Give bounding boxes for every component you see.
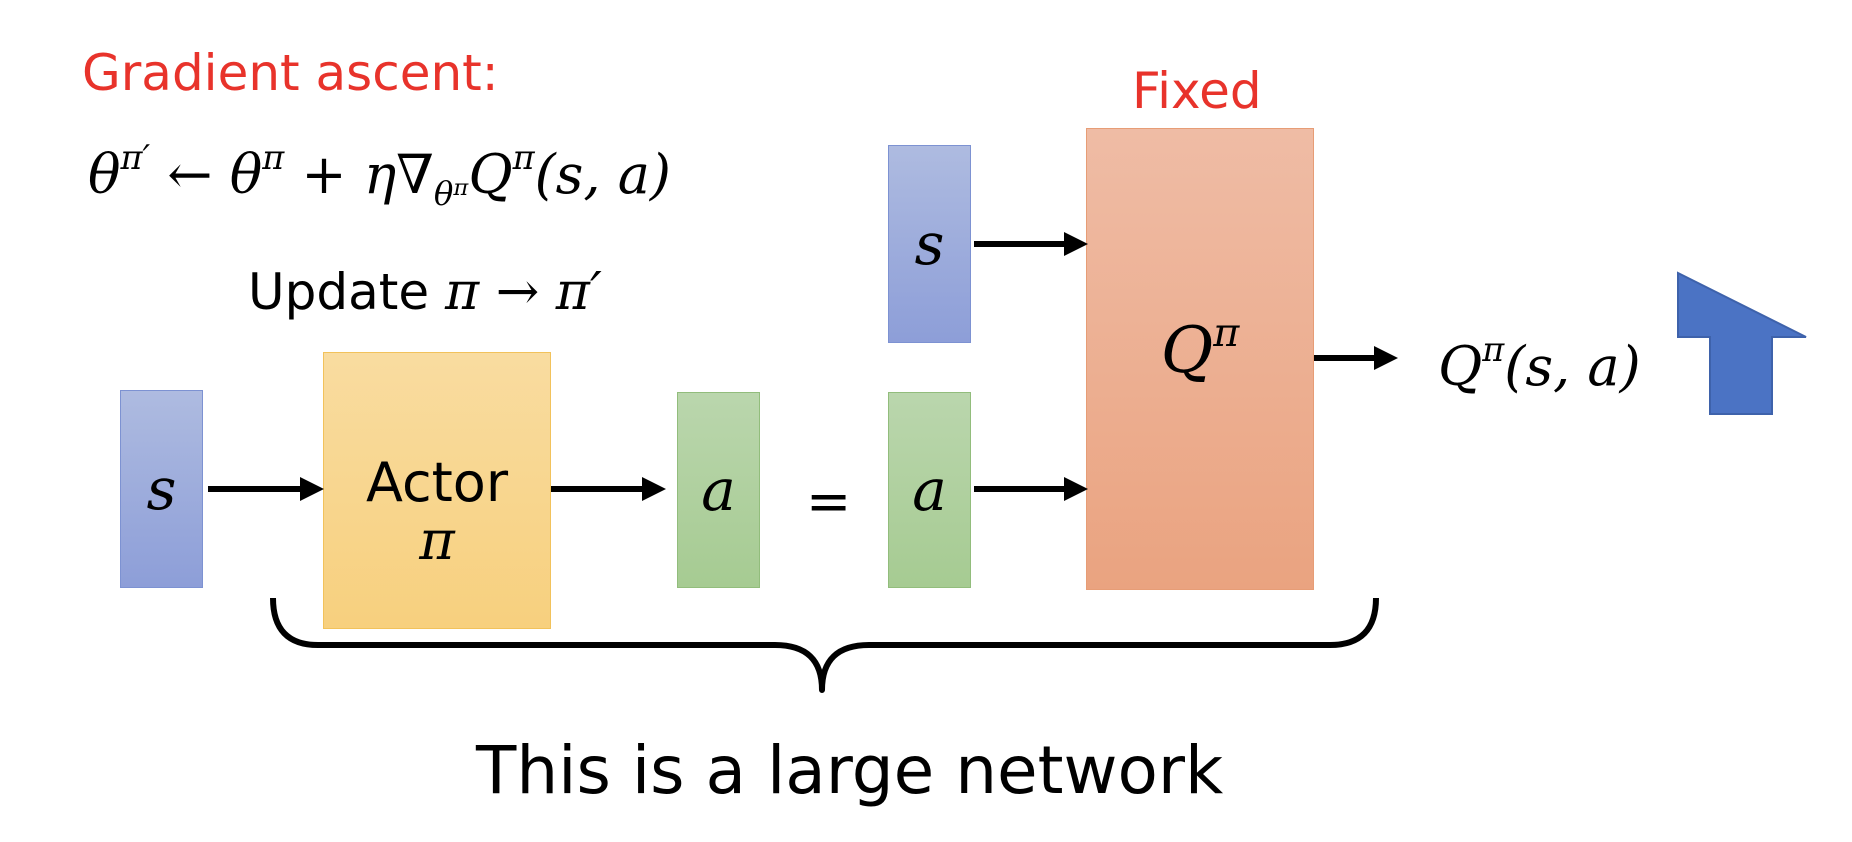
eq-theta: θ [88,143,121,206]
eq-args: (s, a) [534,143,671,206]
curly-brace-icon [270,597,1379,693]
eq-pi: π [262,138,285,177]
right-arrow-icon [974,477,1088,501]
output-q-value: Qπ(s, a) [1438,330,1641,398]
q-network-box: Qπ [1086,128,1314,590]
up-arrow-icon [1677,271,1807,415]
q-network-sup: π [1213,310,1240,356]
right-arrow-icon [208,477,324,501]
actor-symbol: π [419,509,455,572]
eq-sub-theta: θ [433,175,454,213]
eq-q: Q [468,143,513,206]
critic-input-s-box: s [888,145,971,343]
gradient-ascent-heading: Gradient ascent: [82,44,499,102]
actor-title: Actor [365,451,509,514]
eq-q-sup: π [512,138,535,177]
right-arrow-icon [1314,346,1398,370]
critic-input-s-label: s [914,210,945,278]
equals-sign: = [806,470,852,533]
input-s-box: s [120,390,203,588]
critic-input-a-box: a [888,392,971,588]
output-q-sup: π [1482,330,1505,369]
eq-plus: + [301,143,347,206]
output-a-box: a [677,392,760,588]
gradient-equation: θπ′ ← θπ + η∇θπQπ(s, a) [88,138,671,213]
right-arrow-icon [974,232,1088,256]
eq-theta2: θ [229,143,263,206]
eq-left-arrow: ← [167,143,213,206]
update-line: Update π → π′ [248,262,602,322]
eq-pi-prime: π′ [120,138,151,177]
q-network-label: Qπ [1161,310,1240,388]
eq-eta-nabla: η∇ [363,143,434,206]
fixed-label: Fixed [1132,62,1262,120]
eq-sub-pi: π [453,175,469,201]
critic-input-a-label: a [912,456,947,524]
actor-box: Actor π [323,352,551,629]
update-expr: π → π′ [445,262,602,322]
output-a-label: a [701,456,736,524]
output-q: Q [1438,335,1483,398]
right-arrow-icon [551,477,666,501]
output-q-args: (s, a) [1504,335,1641,398]
input-s-label: s [146,455,177,523]
caption: This is a large network [476,732,1224,809]
update-word: Update [248,263,430,321]
q-network-q: Q [1160,314,1214,388]
